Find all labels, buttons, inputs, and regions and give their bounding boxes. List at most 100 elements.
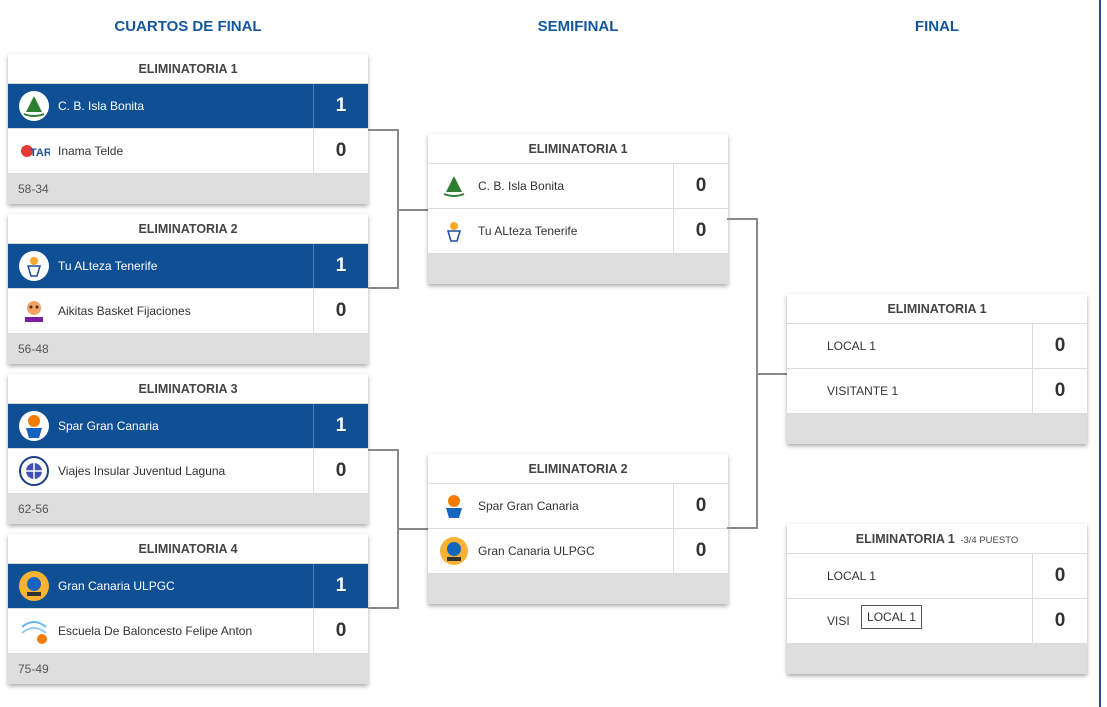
page-right-border bbox=[1099, 0, 1101, 707]
match-title: ELIMINATORIA 2 bbox=[8, 214, 368, 244]
team-row[interactable]: Spar Gran Canaria 1 bbox=[8, 404, 368, 449]
team-row[interactable]: Gran Canaria ULPGC 0 bbox=[428, 529, 728, 574]
team-name: VISI bbox=[827, 614, 850, 628]
team-score: 1 bbox=[313, 564, 368, 608]
team-score: 0 bbox=[1032, 554, 1087, 598]
bracket-connector bbox=[727, 527, 758, 529]
team-name: Viajes Insular Juventud Laguna bbox=[58, 464, 226, 478]
quarterfinal-column-title: CUARTOS DE FINAL bbox=[114, 18, 262, 35]
match-result: 62-56 bbox=[8, 494, 368, 524]
bracket-connector bbox=[368, 607, 399, 609]
match-title: ELIMINATORIA 1 bbox=[8, 54, 368, 84]
team-score: 0 bbox=[313, 449, 368, 493]
team-score: 0 bbox=[673, 484, 728, 528]
match-result: 56-48 bbox=[8, 334, 368, 364]
match-title: ELIMINATORIA 4 bbox=[8, 534, 368, 564]
team-name: LOCAL 1 bbox=[827, 339, 876, 353]
team-score: 0 bbox=[1032, 324, 1087, 368]
team-name: VISITANTE 1 bbox=[827, 384, 899, 398]
team-row[interactable]: Spar Gran Canaria 0 bbox=[428, 484, 728, 529]
match-title-text: ELIMINATORIA 1 bbox=[887, 302, 987, 316]
final-match[interactable]: ELIMINATORIA 1 LOCAL 1 0 VISITANTE 1 0 bbox=[787, 294, 1087, 444]
semifinal-column-title: SEMIFINAL bbox=[537, 18, 619, 35]
bracket-connector bbox=[368, 129, 399, 131]
match-result bbox=[787, 414, 1087, 444]
team-name: Spar Gran Canaria bbox=[58, 419, 159, 433]
match-result bbox=[787, 644, 1087, 674]
match-title: ELIMINATORIA 1 -3/4 PUESTO bbox=[787, 524, 1087, 554]
team-name: Tu ALteza Tenerife bbox=[58, 259, 158, 273]
match-title: ELIMINATORIA 2 bbox=[428, 454, 728, 484]
isla-bonita-logo bbox=[18, 90, 50, 122]
team-score: 1 bbox=[313, 84, 368, 128]
team-row[interactable]: C. B. Isla Bonita 1 bbox=[8, 84, 368, 129]
svg-text:TARA: TARA bbox=[30, 147, 50, 159]
bracket-connector bbox=[727, 218, 758, 220]
tara-logo: TARA bbox=[18, 135, 50, 167]
team-row[interactable]: Gran Canaria ULPGC 1 bbox=[8, 564, 368, 609]
team-name-tooltip: LOCAL 1 bbox=[861, 605, 922, 629]
match-title: ELIMINATORIA 3 bbox=[8, 374, 368, 404]
ulpgc-logo bbox=[438, 535, 470, 567]
team-name: Aikitas Basket Fijaciones bbox=[58, 304, 191, 318]
bracket-connector bbox=[756, 373, 787, 375]
team-name: C. B. Isla Bonita bbox=[58, 99, 145, 113]
team-row[interactable]: LOCAL 1 0 bbox=[787, 324, 1087, 369]
spar-logo bbox=[438, 490, 470, 522]
team-row[interactable]: Viajes Insular Juventud Laguna 0 bbox=[8, 449, 368, 494]
team-score: 0 bbox=[673, 529, 728, 573]
team-name: Tu ALteza Tenerife bbox=[478, 224, 578, 238]
aikitas-logo bbox=[18, 295, 50, 327]
isla-bonita-logo bbox=[438, 170, 470, 202]
team-row[interactable]: Escuela De Baloncesto Felipe Anton 0 bbox=[8, 609, 368, 654]
team-name: Escuela De Baloncesto Felipe Anton bbox=[58, 624, 253, 638]
team-score: 0 bbox=[313, 609, 368, 653]
team-score: 0 bbox=[673, 209, 728, 253]
team-row[interactable]: VISITANTE 1 0 bbox=[787, 369, 1087, 414]
team-row[interactable]: C. B. Isla Bonita 0 bbox=[428, 164, 728, 209]
juventud-laguna-logo bbox=[18, 455, 50, 487]
bracket-connector bbox=[368, 287, 399, 289]
team-row[interactable]: Tu ALteza Tenerife 1 bbox=[8, 244, 368, 289]
team-score: 0 bbox=[673, 164, 728, 208]
team-score: 0 bbox=[1032, 599, 1087, 643]
felipe-anton-logo bbox=[18, 615, 50, 647]
match-subtitle: -3/4 PUESTO bbox=[960, 535, 1019, 546]
team-name: Inama Telde bbox=[58, 144, 124, 158]
team-row[interactable]: Tu ALteza Tenerife 0 bbox=[428, 209, 728, 254]
team-name: Gran Canaria ULPGC bbox=[478, 544, 595, 558]
spar-logo bbox=[18, 410, 50, 442]
match-result: 58-34 bbox=[8, 174, 368, 204]
tu-alteza-logo bbox=[18, 250, 50, 282]
team-name: Spar Gran Canaria bbox=[478, 499, 579, 513]
team-score: 0 bbox=[1032, 369, 1087, 413]
team-name: C. B. Isla Bonita bbox=[478, 179, 565, 193]
match-result bbox=[428, 574, 728, 604]
team-row[interactable]: Aikitas Basket Fijaciones 0 bbox=[8, 289, 368, 334]
tu-alteza-logo bbox=[438, 215, 470, 247]
team-row[interactable]: LOCAL 1 0 bbox=[787, 554, 1087, 599]
team-row[interactable]: VISI 0 bbox=[787, 599, 1087, 644]
quarterfinal-match-1[interactable]: ELIMINATORIA 1 C. B. Isla Bonita 1 TARA … bbox=[8, 54, 368, 204]
semifinal-match-2[interactable]: ELIMINATORIA 2 Spar Gran Canaria 0 Gran … bbox=[428, 454, 728, 604]
match-result: 75-49 bbox=[8, 654, 368, 684]
bracket-connector bbox=[368, 449, 399, 451]
match-title: ELIMINATORIA 1 bbox=[428, 134, 728, 164]
final-column-title: FINAL bbox=[914, 18, 960, 35]
bracket-connector bbox=[397, 209, 428, 211]
match-title: ELIMINATORIA 1 bbox=[787, 294, 1087, 324]
quarterfinal-match-3[interactable]: ELIMINATORIA 3 Spar Gran Canaria 1 Viaje… bbox=[8, 374, 368, 524]
quarterfinal-match-4[interactable]: ELIMINATORIA 4 Gran Canaria ULPGC 1 Escu… bbox=[8, 534, 368, 684]
semifinal-match-1[interactable]: ELIMINATORIA 1 C. B. Isla Bonita 0 Tu AL… bbox=[428, 134, 728, 284]
team-row[interactable]: TARA Inama Telde 0 bbox=[8, 129, 368, 174]
ulpgc-logo bbox=[18, 570, 50, 602]
third-place-match[interactable]: ELIMINATORIA 1 -3/4 PUESTO LOCAL 1 0 VIS… bbox=[787, 524, 1087, 674]
match-title-text: ELIMINATORIA 1 bbox=[855, 532, 955, 546]
quarterfinal-match-2[interactable]: ELIMINATORIA 2 Tu ALteza Tenerife 1 Aiki… bbox=[8, 214, 368, 364]
team-score: 0 bbox=[313, 289, 368, 333]
team-score: 1 bbox=[313, 244, 368, 288]
bracket-connector bbox=[397, 528, 428, 530]
team-name: LOCAL 1 bbox=[827, 569, 876, 583]
team-score: 0 bbox=[313, 129, 368, 173]
match-result bbox=[428, 254, 728, 284]
